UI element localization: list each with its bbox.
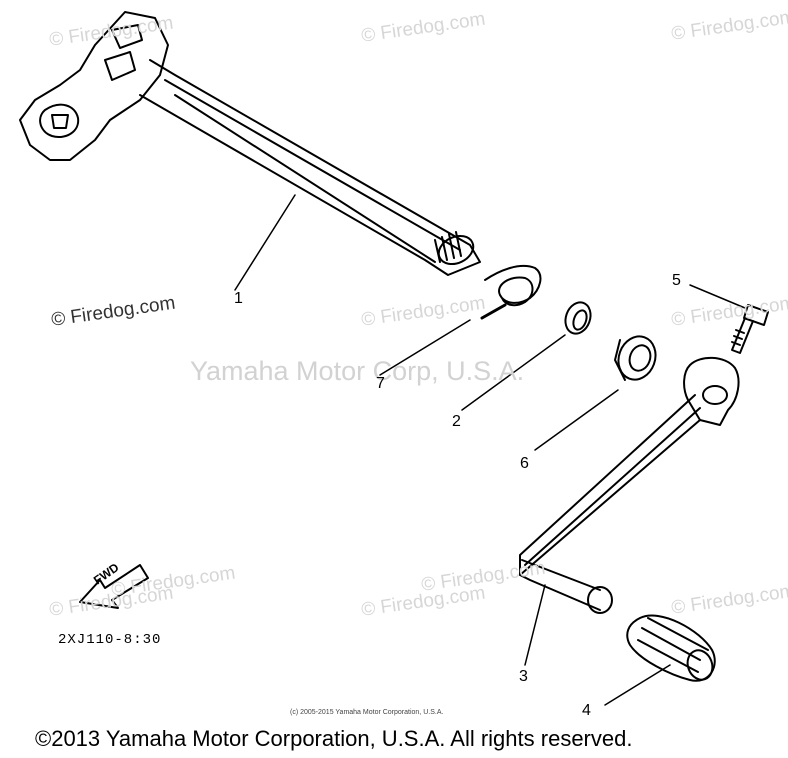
circlip-part-2: [461, 301, 592, 411]
callout-7: 7: [376, 375, 385, 392]
pedal-rubber-part-4: [604, 614, 716, 706]
shift-pedal-part-3: [519, 356, 740, 666]
spring-part-7: [379, 264, 542, 376]
diagram-code: 2XJ110-8:30: [58, 632, 162, 648]
callout-1: 1: [234, 290, 243, 307]
small-copyright: (c) 2005-2015 Yamaha Motor Corporation, …: [290, 709, 444, 716]
fwd-arrow-icon: [79, 564, 149, 609]
callout-4: 4: [582, 702, 591, 719]
callout-3: 3: [519, 668, 528, 685]
oil-seal-part-6: [534, 335, 657, 451]
shift-shaft-part-1: [19, 11, 481, 291]
callout-6: 6: [520, 455, 529, 472]
callout-2: 2: [452, 413, 461, 430]
bolt-part-5: [689, 284, 769, 354]
footer-copyright: ©2013 Yamaha Motor Corporation, U.S.A. A…: [35, 726, 633, 751]
center-watermark: Yamaha Motor Corp, U.S.A.: [190, 356, 525, 386]
callout-5: 5: [672, 272, 681, 289]
